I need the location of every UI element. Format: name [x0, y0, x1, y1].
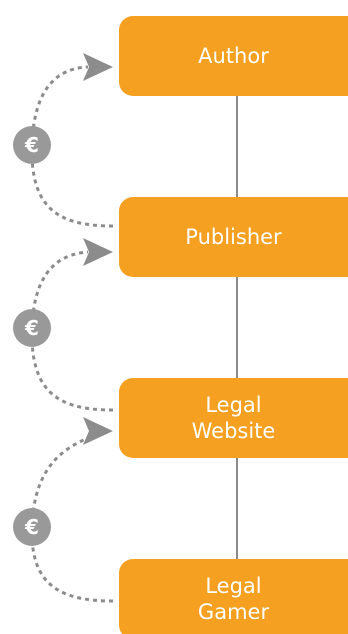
- money-flow-legal-website: €: [13, 417, 114, 603]
- node-label: Legal: [205, 393, 261, 417]
- node-author: Author: [119, 16, 348, 96]
- node-label: Gamer: [198, 600, 270, 624]
- node-box: [119, 378, 348, 458]
- money-flow-author: €: [13, 53, 114, 228]
- node-box: [119, 197, 348, 277]
- euro-icon: [13, 309, 51, 347]
- node-label: Author: [198, 44, 269, 68]
- money-flow-publisher: €: [13, 238, 114, 412]
- arrow-head-icon: [83, 238, 113, 266]
- node-publisher: Publisher: [119, 197, 348, 277]
- euro-symbol: €: [24, 133, 39, 157]
- node-label: Publisher: [185, 225, 282, 249]
- node-box: [119, 16, 348, 96]
- node-box: [119, 559, 348, 634]
- arrow-head-icon: [83, 53, 113, 81]
- euro-symbol: €: [24, 316, 39, 340]
- node-label: Legal: [205, 574, 261, 598]
- euro-icon: [13, 508, 51, 546]
- arrow-head-icon: [83, 417, 113, 445]
- euro-icon: [13, 126, 51, 164]
- node-label: Website: [192, 419, 276, 443]
- euro-symbol: €: [24, 515, 39, 539]
- money-flows: € € €: [13, 53, 114, 603]
